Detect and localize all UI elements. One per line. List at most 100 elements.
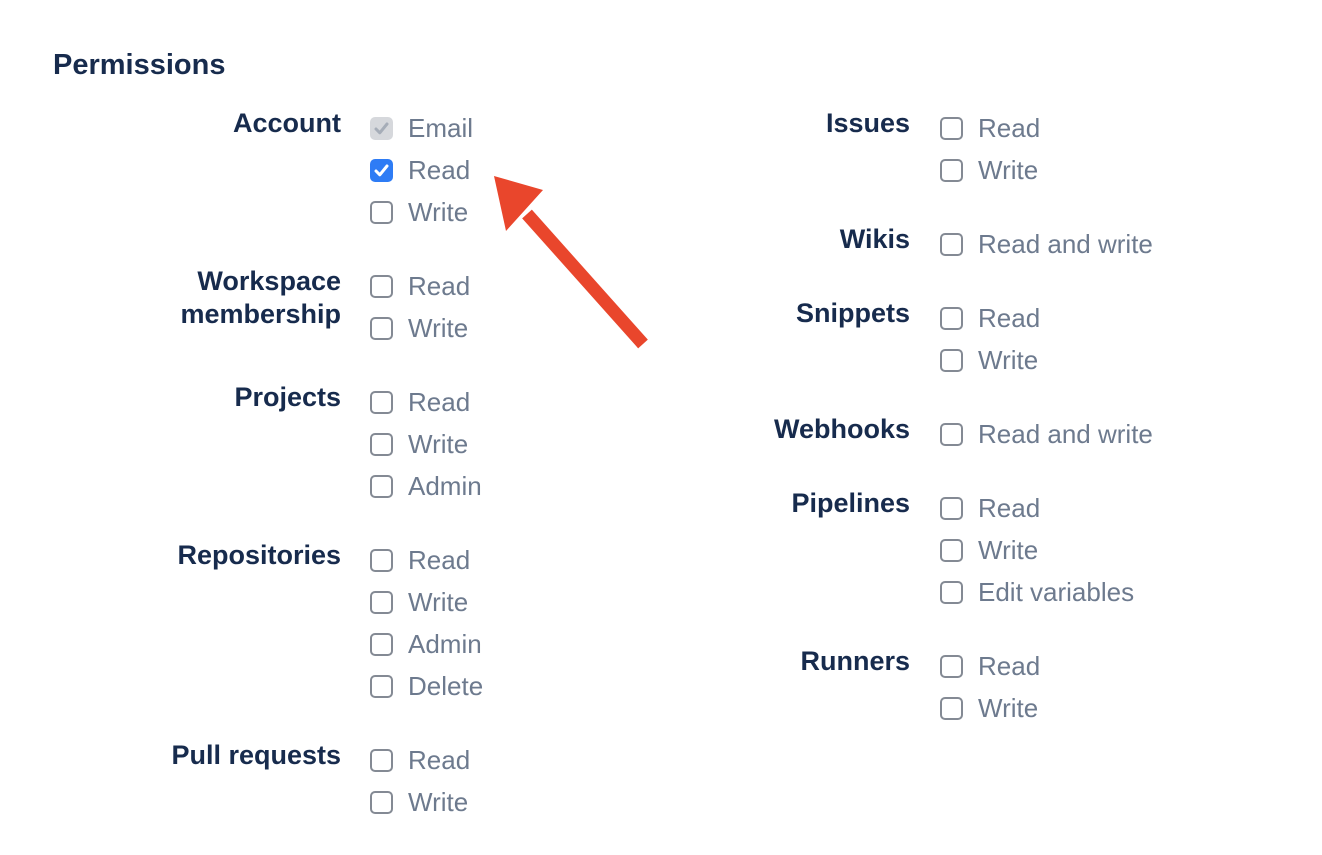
permission-group-options: Read Write (370, 265, 470, 349)
permission-group-snippets: Snippets Read Write (740, 297, 1220, 381)
permission-group-options: Read Write (940, 107, 1040, 191)
option-issues-write[interactable]: Write (940, 149, 1040, 191)
pipelines-read-checkbox[interactable] (940, 496, 963, 520)
projects-write-checkbox[interactable] (370, 432, 393, 456)
permission-group-webhooks: Webhooks Read and write (740, 413, 1220, 455)
option-label: Write (408, 312, 469, 343)
projects-read-checkbox[interactable] (370, 390, 393, 414)
runners-read-checkbox[interactable] (940, 654, 963, 678)
option-workspace-membership-write[interactable]: Write (370, 307, 470, 349)
option-repositories-write[interactable]: Write (370, 581, 483, 623)
option-label: Write (978, 692, 1039, 723)
issues-write-checkbox[interactable] (940, 158, 963, 182)
permission-group-pull-requests: Pull requests Read Write (161, 739, 681, 823)
option-label: Write (408, 196, 469, 227)
option-label: Read and write (978, 228, 1153, 259)
permission-group-label: Runners (800, 646, 910, 676)
option-label: Read and write (978, 418, 1153, 449)
permission-group-pipelines: Pipelines Read Write Edit variables (740, 487, 1220, 613)
workspace-membership-write-checkbox[interactable] (370, 316, 393, 340)
permission-group-workspace-membership: Workspace membership Read Write (161, 265, 681, 349)
workspace-membership-read-checkbox[interactable] (370, 274, 393, 298)
pull-requests-write-checkbox[interactable] (370, 790, 393, 814)
permission-group-label: Wikis (839, 224, 910, 254)
option-account-email: Email (370, 107, 473, 149)
account-email-checkbox (370, 116, 393, 140)
option-label: Read (408, 544, 471, 575)
repositories-read-checkbox[interactable] (370, 548, 393, 572)
permissions-right-column: Issues Read Write Wikis Read and write S… (740, 107, 1220, 761)
option-label: Write (408, 428, 469, 459)
option-label: Email (408, 112, 474, 143)
pipelines-write-checkbox[interactable] (940, 538, 963, 562)
permission-group-account: Account Email Read Write (161, 107, 681, 233)
permission-group-label: Projects (234, 382, 341, 412)
option-projects-admin[interactable]: Admin (370, 465, 482, 507)
option-pull-requests-read[interactable]: Read (370, 739, 470, 781)
wikis-read-and-write-checkbox[interactable] (940, 232, 963, 256)
permissions-left-column: Account Email Read Write Workspace membe… (161, 107, 681, 855)
permission-group-options: Read Write (940, 645, 1040, 729)
repositories-admin-checkbox[interactable] (370, 632, 393, 656)
option-pull-requests-write[interactable]: Write (370, 781, 470, 823)
webhooks-read-and-write-checkbox[interactable] (940, 422, 963, 446)
option-repositories-admin[interactable]: Admin (370, 623, 483, 665)
projects-admin-checkbox[interactable] (370, 474, 393, 498)
pull-requests-read-checkbox[interactable] (370, 748, 393, 772)
option-runners-write[interactable]: Write (940, 687, 1040, 729)
repositories-delete-checkbox[interactable] (370, 674, 393, 698)
permission-group-runners: Runners Read Write (740, 645, 1220, 729)
option-runners-read[interactable]: Read (940, 645, 1040, 687)
option-label: Delete (408, 670, 484, 701)
permission-group-wikis: Wikis Read and write (740, 223, 1220, 265)
pipelines-edit-variables-checkbox[interactable] (940, 580, 963, 604)
permission-group-options: Read Write (940, 297, 1040, 381)
permission-group-options: Read and write (940, 413, 1153, 455)
option-label: Write (408, 586, 469, 617)
repositories-write-checkbox[interactable] (370, 590, 393, 614)
option-account-read[interactable]: Read (370, 149, 473, 191)
option-label: Read (408, 270, 471, 301)
option-label: Read (978, 492, 1041, 523)
option-repositories-delete[interactable]: Delete (370, 665, 483, 707)
permission-group-label: Pipelines (791, 488, 910, 518)
option-webhooks-read-and-write[interactable]: Read and write (940, 413, 1153, 455)
option-wikis-read-and-write[interactable]: Read and write (940, 223, 1153, 265)
permission-group-label: Account (233, 108, 341, 138)
permission-group-options: Read Write Admin (370, 381, 482, 507)
checkmark-icon (374, 164, 389, 176)
permission-group-label: Pull requests (171, 740, 341, 770)
option-workspace-membership-read[interactable]: Read (370, 265, 470, 307)
snippets-read-checkbox[interactable] (940, 306, 963, 330)
page-title: Permissions (53, 49, 226, 81)
account-read-checkbox[interactable] (370, 158, 393, 182)
snippets-write-checkbox[interactable] (940, 348, 963, 372)
issues-read-checkbox[interactable] (940, 116, 963, 140)
permission-group-options: Read Write (370, 739, 470, 823)
option-pipelines-read[interactable]: Read (940, 487, 1134, 529)
permission-group-label: Webhooks (773, 414, 910, 444)
option-projects-write[interactable]: Write (370, 423, 482, 465)
permission-group-issues: Issues Read Write (740, 107, 1220, 191)
option-repositories-read[interactable]: Read (370, 539, 483, 581)
option-label: Read (408, 386, 471, 417)
permission-group-options: Read and write (940, 223, 1153, 265)
option-account-write[interactable]: Write (370, 191, 473, 233)
option-label: Read (408, 154, 471, 185)
permission-group-options: Read Write Edit variables (940, 487, 1134, 613)
option-pipelines-edit-variables[interactable]: Edit variables (940, 571, 1134, 613)
option-snippets-write[interactable]: Write (940, 339, 1040, 381)
option-label: Admin (408, 470, 482, 501)
option-issues-read[interactable]: Read (940, 107, 1040, 149)
permission-group-label: Issues (825, 108, 910, 138)
option-snippets-read[interactable]: Read (940, 297, 1040, 339)
runners-write-checkbox[interactable] (940, 696, 963, 720)
checkmark-icon (374, 122, 389, 134)
account-write-checkbox[interactable] (370, 200, 393, 224)
option-label: Read (408, 744, 471, 775)
option-label: Write (408, 786, 469, 817)
option-label: Edit variables (978, 576, 1135, 607)
option-pipelines-write[interactable]: Write (940, 529, 1134, 571)
permission-group-label: Workspace membership (180, 266, 341, 329)
option-projects-read[interactable]: Read (370, 381, 482, 423)
